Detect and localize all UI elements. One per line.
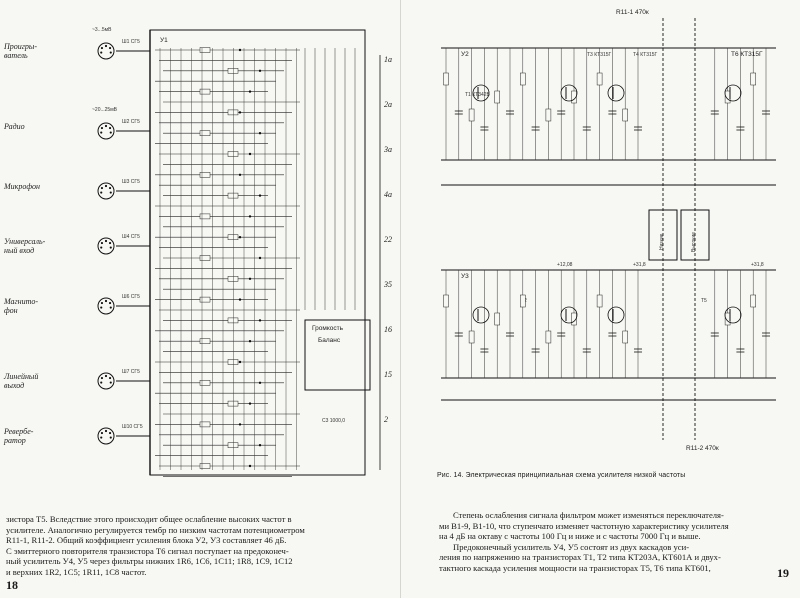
pot-top-label: R11-1 470к: [616, 9, 649, 16]
input-label: Микрофон: [3, 182, 40, 191]
rail-3: +12,08: [557, 262, 573, 268]
connector-circle: [97, 372, 115, 390]
right-page-number: 19: [777, 566, 789, 580]
upper-t4: Т4 КТ315Г: [633, 52, 658, 58]
input-connector: Магнито-фон Ш6 СГ5: [3, 294, 150, 315]
control-title: Громкость: [312, 325, 344, 332]
right-line-4: Предоконечный усилитель У4, У5 состоят и…: [453, 541, 690, 552]
upper-t6: Т6 КТ315Г: [731, 51, 763, 58]
left-page-number: 18: [6, 578, 18, 592]
terminal-label: 2а: [384, 100, 392, 109]
left-line-6: и верхних 1R2, 1C5; 1R11, 1C8 частот.: [6, 566, 147, 577]
left-wiring: 1а 2а 3а 4а 22 35 16 15 2: [155, 47, 392, 477]
lower-t5: Т5: [701, 298, 707, 304]
input-connector: Микрофон Ш3 СГ5: [3, 179, 150, 200]
upper-t3: Т3 КТ315Г: [587, 52, 612, 58]
input-label: Универсаль-: [4, 237, 46, 246]
right-line-1: Степень ослабления сигнала фильтром може…: [453, 510, 724, 520]
input-connector: Проигры-ватель Ш1 СГ5 ~3...5мВ: [3, 27, 150, 60]
supply-label: ~3...5мВ: [92, 27, 112, 33]
supply-label: ~20...25мВ: [92, 107, 118, 113]
terminal-label: 4а: [384, 190, 392, 199]
input-label: Радио: [3, 122, 25, 131]
pot-bottom-label: R11-2 470к: [686, 445, 719, 452]
control-subtitle: Баланс: [318, 337, 341, 344]
input-label: Линейный: [3, 372, 38, 381]
upper-block-u2: У2: [461, 51, 469, 58]
connector-label: Ш2 СГ5: [122, 119, 140, 125]
switch-low: Низкие: [659, 233, 665, 250]
connector-label: Ш3 СГ5: [122, 179, 140, 185]
terminal-label: 16: [384, 325, 392, 334]
left-body-text: зистора Т5. Вследствие этого происходит …: [6, 514, 392, 578]
connector-label: Ш10 СГ5: [122, 424, 143, 430]
right-wiring: [443, 48, 770, 378]
left-line-2: усилителе. Аналогично регулируется тембр…: [6, 524, 305, 535]
terminal-label: 22: [384, 235, 392, 244]
lower-block-u3: У3: [461, 273, 469, 280]
left-line-5: ный усилитель У4, У5 через фильтры нижни…: [6, 556, 293, 567]
input-connector: Радио Ш2 СГ5 ~20...25мВ: [3, 107, 150, 140]
connector-circle: [97, 297, 115, 315]
input-label: фон: [4, 306, 18, 315]
left-line-3: R11-1, R11-2. Общий коэффициент усиления…: [6, 535, 287, 546]
rail-1: +31,8: [751, 262, 764, 268]
figure-caption: Рис. 14. Электрическая принципиальная сх…: [437, 472, 686, 479]
connector-circle: [97, 427, 115, 445]
input-label: Проигры-: [3, 42, 37, 51]
input-label: выход: [4, 381, 24, 390]
right-line-2: ми В1-9, В1-10, что ступенчато изменяет …: [439, 520, 729, 531]
left-line-4: С эмиттерного повторителя транзистора Т6…: [6, 545, 289, 556]
terminal-label: 15: [384, 370, 392, 379]
input-connector: Ревербе-ратор Ш10 СГ5: [3, 424, 150, 445]
input-connector: Универсаль-ный вход Ш4 СГ5: [4, 234, 150, 255]
block-label-u1: У1: [160, 37, 168, 44]
connector-circle: [97, 122, 115, 140]
switch-high: Высокие: [691, 232, 697, 252]
connector-label: Ш1 СГ5: [122, 39, 140, 45]
connector-circle: [97, 237, 115, 255]
input-label: ватель: [4, 51, 28, 60]
connector-label: Ш6 СГ5: [122, 294, 140, 300]
left-input-connectors: Проигры-ватель Ш1 СГ5 ~3...5мВ Радио Ш2 СГ5 ~…: [3, 27, 150, 445]
input-label: Магнито-: [3, 297, 38, 306]
connector-label: Ш7 СГ5: [122, 369, 140, 375]
right-line-3: на 4 дБ на октаву с частоты 100 Гц и ниж…: [439, 531, 701, 542]
input-label: Ревербе-: [3, 427, 34, 436]
input-label: ный вход: [4, 246, 34, 255]
right-line-5: ления по напряжению на транзисторах Т1, …: [439, 552, 721, 563]
connector-circle: [97, 182, 115, 200]
control-cap: С3 1000,0: [322, 418, 345, 424]
input-label: ратор: [3, 436, 26, 445]
right-line-6: тактного каскада усиления мощности на тр…: [439, 562, 711, 573]
terminal-label: 3а: [383, 145, 392, 154]
left-schematic: У1 Громкость Баланс С3 1000,0 1а2а3а4а22…: [3, 27, 392, 477]
rail-2: +31,8: [633, 262, 646, 268]
connector-circle: [97, 42, 115, 60]
connector-label: Ш4 СГ5: [122, 234, 140, 240]
right-page: R11-1 470к R11-2 470к Низкие Высокие У2 …: [400, 0, 800, 598]
right-body-text: Степень ослабления сигнала фильтром може…: [439, 510, 795, 574]
right-schematic: R11-1 470к R11-2 470к Низкие Высокие У2 …: [441, 9, 776, 452]
terminal-label: 1а: [384, 55, 392, 64]
left-line-1: зистора Т5. Вследствие этого происходит …: [6, 514, 292, 524]
terminal-label: 35: [383, 280, 392, 289]
terminal-label: 2: [384, 415, 388, 424]
